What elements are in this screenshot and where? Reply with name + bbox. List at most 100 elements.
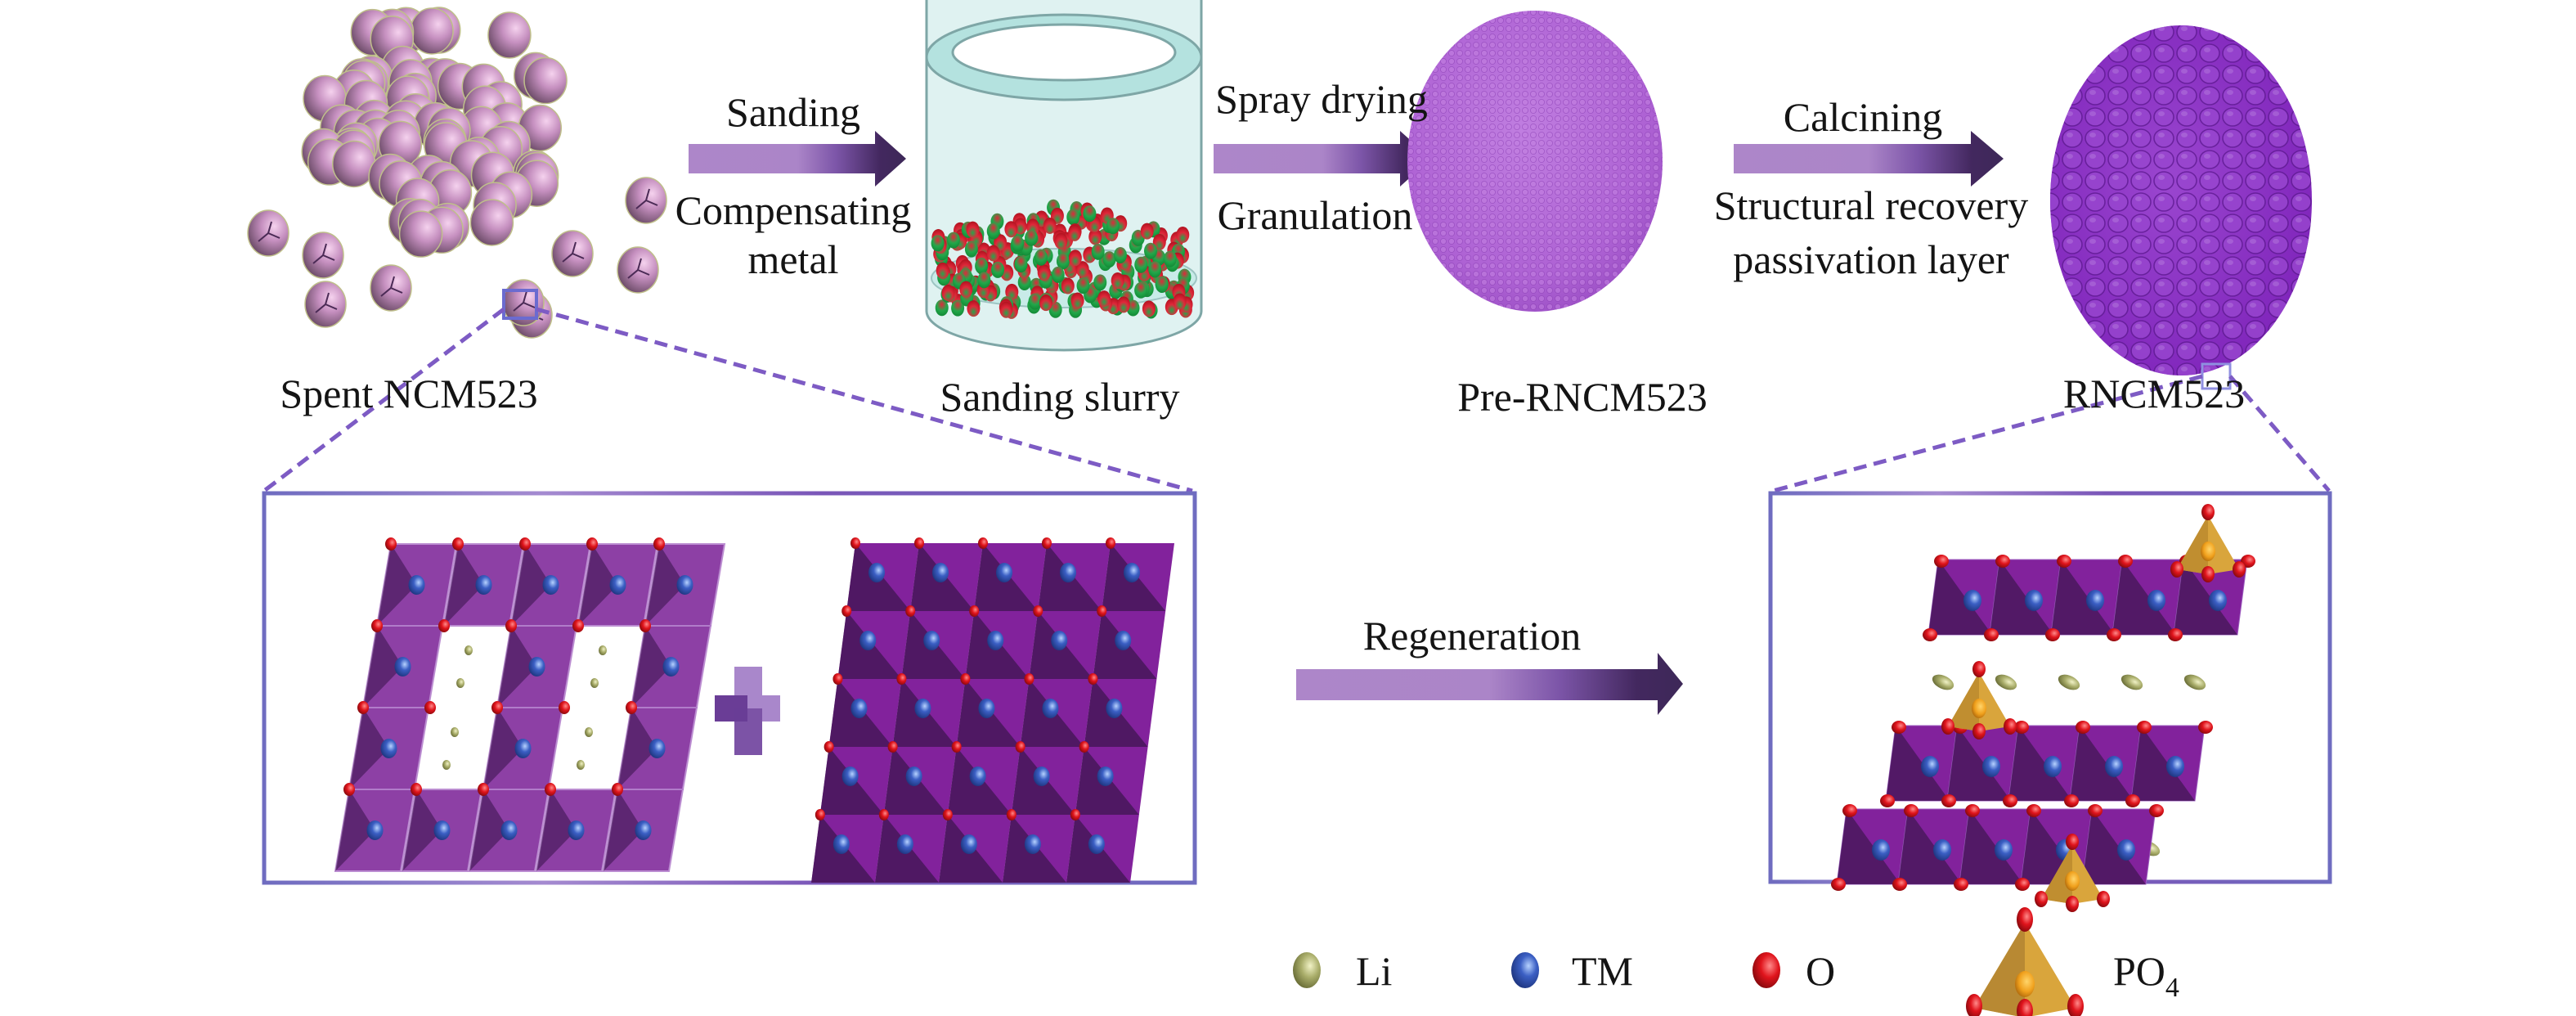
- o-atom: [1024, 673, 1034, 685]
- octahedron-shade: [363, 626, 403, 708]
- tm-atom: [514, 739, 532, 758]
- slurry-bead: [1056, 253, 1070, 270]
- stage-label-rncm523: RNCM523: [2062, 371, 2246, 416]
- slurry-bead: [1075, 261, 1089, 278]
- octahedron-shade: [511, 544, 551, 626]
- tm-atom: [969, 766, 986, 786]
- tm-atom: [859, 631, 877, 650]
- tm-atom: [1921, 756, 1939, 777]
- o-atom: [424, 701, 436, 714]
- slurry-bead: [936, 262, 949, 279]
- o-atom: [452, 537, 464, 551]
- tm-atom: [662, 657, 680, 677]
- octahedron-shade: [1898, 809, 1962, 884]
- tm-atom: [932, 563, 949, 582]
- tm-atom: [1872, 839, 1890, 861]
- tm-atom: [868, 563, 885, 582]
- step-spray-drying-label: Spray drying: [1215, 76, 1428, 122]
- li-atom: [590, 678, 599, 688]
- o-atom: [850, 537, 860, 549]
- tm-atom: [2147, 590, 2165, 611]
- o-atom: [1892, 721, 1906, 734]
- o-atom: [832, 673, 843, 685]
- octahedron-shade: [1947, 726, 2011, 801]
- tm-atom: [366, 820, 384, 840]
- pre-rncm523-sphere: [1407, 11, 1663, 312]
- o-atom: [343, 783, 355, 796]
- octahedron-shade: [1886, 726, 1950, 801]
- calcining-arrow: [1734, 131, 2004, 187]
- tm-atom: [475, 575, 492, 595]
- tm-atom: [1024, 834, 1041, 854]
- o-atom: [1892, 878, 1907, 891]
- slurry-bead: [941, 284, 955, 301]
- slurry-bead: [967, 300, 981, 317]
- tm-atom: [905, 766, 922, 786]
- octahedron-shade: [483, 708, 523, 789]
- slurry-bead: [1017, 274, 1031, 291]
- slurry-bead: [1088, 228, 1102, 245]
- o-atom: [824, 741, 834, 753]
- o-atom: [2057, 555, 2071, 568]
- slurry-bead: [1093, 274, 1107, 291]
- tm-atom: [1124, 563, 1140, 582]
- slurry-bead: [1083, 205, 1097, 223]
- slurry-bead: [1143, 242, 1157, 259]
- octahedron-shade: [2112, 560, 2176, 635]
- o-atom: [1097, 605, 1107, 617]
- p-atom: [2065, 871, 2080, 891]
- li-atom: [464, 645, 473, 655]
- o-atom: [586, 537, 598, 551]
- octahedron-shade: [444, 544, 484, 626]
- step-sanding-sublabel-1: Compensating: [675, 187, 912, 233]
- slurry-bead: [1043, 217, 1057, 234]
- o-atom: [942, 809, 953, 820]
- layered-lattice: [1831, 504, 2255, 912]
- slurry-bead: [1142, 300, 1156, 317]
- slurry-bead: [931, 235, 945, 252]
- tm-atom: [408, 575, 425, 595]
- octahedron-shade: [335, 789, 375, 871]
- o-atom: [545, 783, 556, 796]
- po4-tetrahedron: [2170, 504, 2246, 582]
- tm-atom: [676, 575, 693, 595]
- o-atom: [2045, 628, 2060, 641]
- o-atom: [905, 605, 916, 617]
- slurry-bead: [1048, 301, 1062, 318]
- po4-tetrahedron: [2035, 834, 2110, 912]
- o-atom: [478, 783, 489, 796]
- o-atom: [1033, 605, 1043, 617]
- degraded-lattice: [334, 537, 726, 872]
- spent-ncm523-particle-cluster: [247, 7, 667, 339]
- po4-tetrahedron-icon: [1966, 907, 2084, 1016]
- tm-atom: [2044, 756, 2062, 777]
- o-atom: [1941, 794, 1956, 807]
- slurry-bead: [1005, 283, 1019, 300]
- tm-atom: [433, 820, 451, 840]
- octahedron-shade: [349, 708, 389, 789]
- ncm-particle: [398, 210, 443, 258]
- slurry-bead: [1106, 218, 1120, 235]
- tm-atom: [1033, 766, 1050, 786]
- o-atom: [978, 537, 988, 549]
- slurry-bead: [986, 245, 1000, 262]
- tm-atom: [996, 563, 1012, 582]
- slurry-bead: [999, 301, 1013, 318]
- li-atom: [442, 760, 451, 770]
- o-atom: [2076, 721, 2090, 734]
- o-atom: [1904, 804, 1919, 817]
- slurry-bead: [1011, 235, 1025, 252]
- o-atom: [960, 673, 971, 685]
- legend-label-li: Li: [1356, 948, 1393, 994]
- octahedron-shade: [2008, 726, 2072, 801]
- slurry-bead: [1163, 250, 1177, 267]
- slurry-bead: [1039, 294, 1053, 312]
- po4-face-shade: [2041, 845, 2072, 904]
- octahedron-shade: [604, 789, 644, 871]
- o-atom: [1972, 661, 1986, 677]
- rncm523-sphere: [2050, 25, 2312, 390]
- o-atom: [612, 783, 623, 796]
- stage-label-pre-rncm523: Pre-RNCM523: [1457, 374, 1708, 420]
- tm-atom: [1060, 563, 1076, 582]
- slurry-bead: [1025, 229, 1039, 246]
